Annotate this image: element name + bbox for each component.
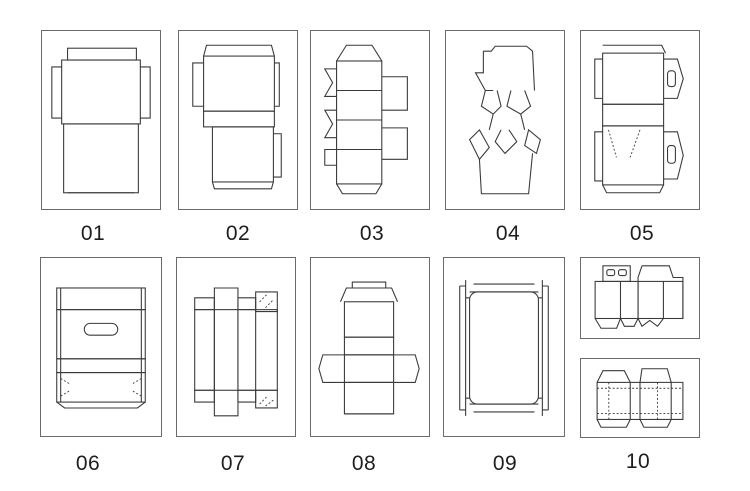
dieline-08-drawing xyxy=(318,281,420,415)
dieline-panel-07 xyxy=(176,257,296,437)
dieline-panel-08 xyxy=(310,257,430,437)
dieline-label-03: 03 xyxy=(359,222,385,245)
dieline-10b-drawing xyxy=(596,368,684,428)
dieline-panel-05 xyxy=(580,30,700,210)
dieline-label-08: 08 xyxy=(351,452,377,475)
dieline-panel-09 xyxy=(443,257,565,437)
dieline-06-drawing xyxy=(56,287,146,409)
dieline-label-09: 09 xyxy=(492,452,518,475)
dieline-09-drawing xyxy=(459,280,549,416)
dieline-10a-drawing xyxy=(594,265,684,329)
dieline-05-drawing xyxy=(594,44,684,194)
dieline-panel-01 xyxy=(41,30,161,210)
dieline-03-drawing xyxy=(323,44,408,195)
dieline-label-06: 06 xyxy=(75,452,101,475)
dieline-label-02: 02 xyxy=(225,222,251,245)
dieline-panel-10b xyxy=(580,358,700,438)
dieline-label-07: 07 xyxy=(220,452,246,475)
dieline-panel-10a xyxy=(580,257,700,339)
dieline-label-04: 04 xyxy=(495,222,521,245)
dieline-04-drawing xyxy=(468,45,542,195)
dieline-02-drawing xyxy=(192,44,282,190)
dieline-panel-03 xyxy=(310,30,430,210)
dieline-panel-02 xyxy=(178,30,298,210)
dieline-01-drawing xyxy=(51,47,151,194)
dieline-label-10: 10 xyxy=(625,450,651,473)
dieline-label-05: 05 xyxy=(629,222,655,245)
dieline-label-01: 01 xyxy=(80,222,106,245)
dieline-panel-06 xyxy=(40,257,162,437)
dieline-07-drawing xyxy=(194,287,278,417)
dieline-panel-04 xyxy=(445,30,565,210)
